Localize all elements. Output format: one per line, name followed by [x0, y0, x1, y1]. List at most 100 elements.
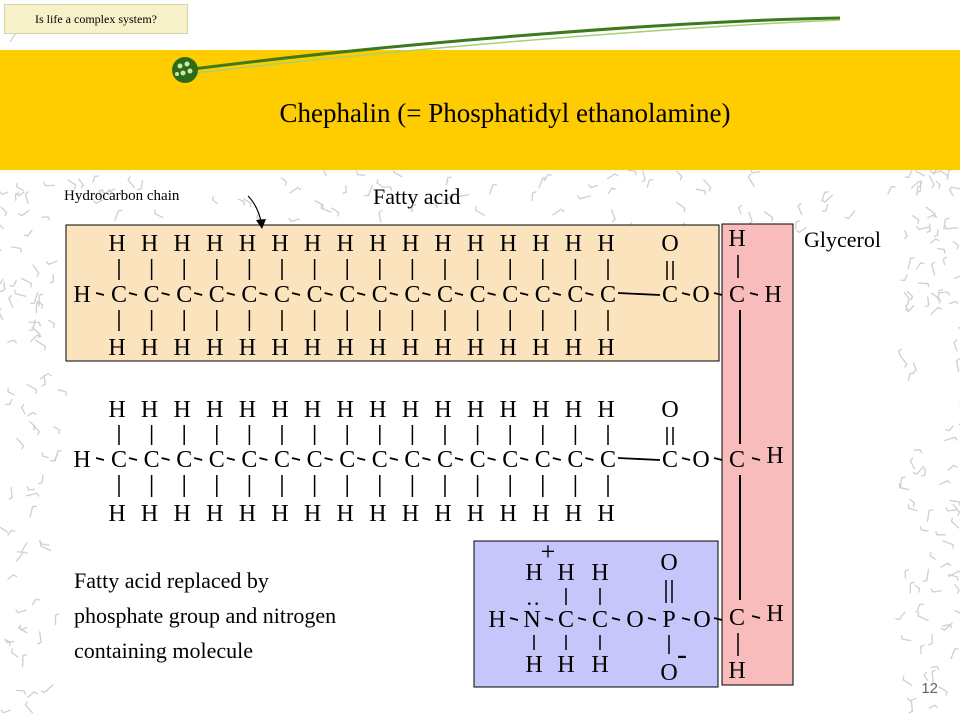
pattern-mark — [58, 390, 67, 396]
hydrogen-atom: H — [597, 501, 614, 527]
carbon-atom: C — [176, 282, 192, 308]
lone-pair-dots: ·· — [526, 591, 541, 616]
hydrogen-atom: H — [271, 397, 288, 423]
chain-terminal-hydrogen: H — [73, 282, 90, 308]
glycerol-carbon: C — [729, 605, 745, 631]
pattern-mark — [10, 280, 17, 286]
pattern-mark — [943, 541, 954, 549]
topic-badge: Is life a complex system? — [4, 4, 188, 34]
hydrogen-atom: H — [467, 501, 484, 527]
bond-dash — [422, 458, 430, 460]
hydrogen-atom: H — [206, 335, 223, 361]
pattern-mark — [901, 635, 911, 640]
hydrogen-atom: H — [402, 335, 419, 361]
hydrogen-atom: H — [557, 560, 574, 586]
carbonyl-carbon: C — [662, 447, 678, 473]
pattern-mark — [901, 357, 907, 368]
pattern-mark — [12, 648, 19, 657]
pattern-mark — [905, 570, 909, 579]
pattern-mark — [930, 552, 935, 559]
pattern-mark — [50, 274, 54, 283]
hydrogen-atom: H — [174, 501, 191, 527]
hydrogen-atom: H — [271, 231, 288, 257]
pattern-mark — [7, 340, 16, 343]
carbon-atom: C — [600, 282, 616, 308]
fatty-acid-label: Fatty acid — [373, 184, 460, 209]
pattern-mark — [35, 340, 45, 350]
hydrogen-atom: H — [239, 335, 256, 361]
pattern-mark — [934, 229, 938, 236]
pattern-mark — [845, 210, 855, 218]
pattern-mark — [577, 195, 590, 198]
pattern-mark — [539, 178, 547, 188]
pattern-mark — [923, 569, 929, 582]
pattern-mark — [939, 292, 950, 296]
pattern-mark — [895, 612, 905, 620]
hydrogen-atom: H — [500, 501, 517, 527]
pattern-mark — [936, 181, 940, 189]
pattern-mark — [931, 307, 942, 314]
pattern-mark — [16, 610, 27, 613]
carbonyl-carbon: C — [662, 282, 678, 308]
hydrogen-atom: H — [206, 231, 223, 257]
pattern-mark — [930, 239, 939, 244]
pattern-mark — [78, 179, 83, 189]
hydrogen-atom: H — [434, 397, 451, 423]
pattern-mark — [913, 466, 924, 474]
bond-dash — [259, 458, 267, 460]
pattern-mark — [764, 212, 772, 222]
pattern-mark — [27, 384, 37, 393]
pattern-mark — [954, 610, 960, 618]
bond-dash — [129, 458, 137, 460]
bond-dash — [682, 458, 690, 460]
hydrogen-atom: H — [565, 335, 582, 361]
hydrogen-atom: H — [369, 335, 386, 361]
pattern-mark — [920, 526, 928, 531]
pattern-mark — [1, 207, 7, 216]
pattern-mark — [32, 599, 40, 605]
pattern-mark — [289, 218, 300, 221]
bond-dash — [227, 458, 235, 460]
pattern-mark — [899, 349, 902, 357]
bond-dash — [390, 458, 398, 460]
pattern-mark — [25, 192, 28, 204]
carbon-atom: C — [339, 282, 355, 308]
pattern-mark — [945, 426, 953, 431]
pattern-mark — [916, 226, 929, 229]
pattern-mark — [1, 710, 11, 713]
hydrogen-atom: H — [239, 501, 256, 527]
pattern-mark — [939, 481, 950, 485]
carbon-atom: C — [209, 282, 225, 308]
hydrogen-atom: H — [141, 501, 158, 527]
carbonyl-oxygen: O — [661, 397, 678, 423]
carbon-atom: C — [600, 447, 616, 473]
pattern-mark — [921, 645, 925, 654]
carbon-atom: C — [307, 282, 323, 308]
pattern-mark — [41, 542, 51, 551]
carbonyl-oxygen: O — [661, 231, 678, 257]
hydrogen-atom: H — [174, 231, 191, 257]
pattern-mark — [945, 225, 958, 229]
hydrogen-atom: H — [557, 652, 574, 678]
pattern-mark — [948, 169, 953, 178]
pattern-mark — [932, 262, 935, 276]
hydrogen-atom: H — [108, 397, 125, 423]
pattern-mark — [0, 279, 3, 289]
pattern-mark — [955, 584, 960, 593]
pattern-mark — [931, 589, 942, 592]
pattern-mark — [928, 634, 932, 645]
bond-dash — [585, 458, 593, 460]
bond-dash — [96, 458, 104, 460]
pattern-mark — [676, 202, 685, 212]
pattern-mark — [238, 199, 244, 206]
hydrogen-atom: H — [337, 501, 354, 527]
hydrogen-atom: H — [141, 231, 158, 257]
pattern-mark — [41, 685, 53, 693]
ester-oxygen: O — [692, 282, 709, 308]
positive-charge: + — [541, 537, 556, 566]
carbon-atom: C — [144, 282, 160, 308]
carbon-atom: C — [567, 282, 583, 308]
pattern-mark — [953, 241, 959, 249]
amine-hydrogen: H — [525, 560, 542, 586]
carbon-atom: C — [502, 282, 518, 308]
